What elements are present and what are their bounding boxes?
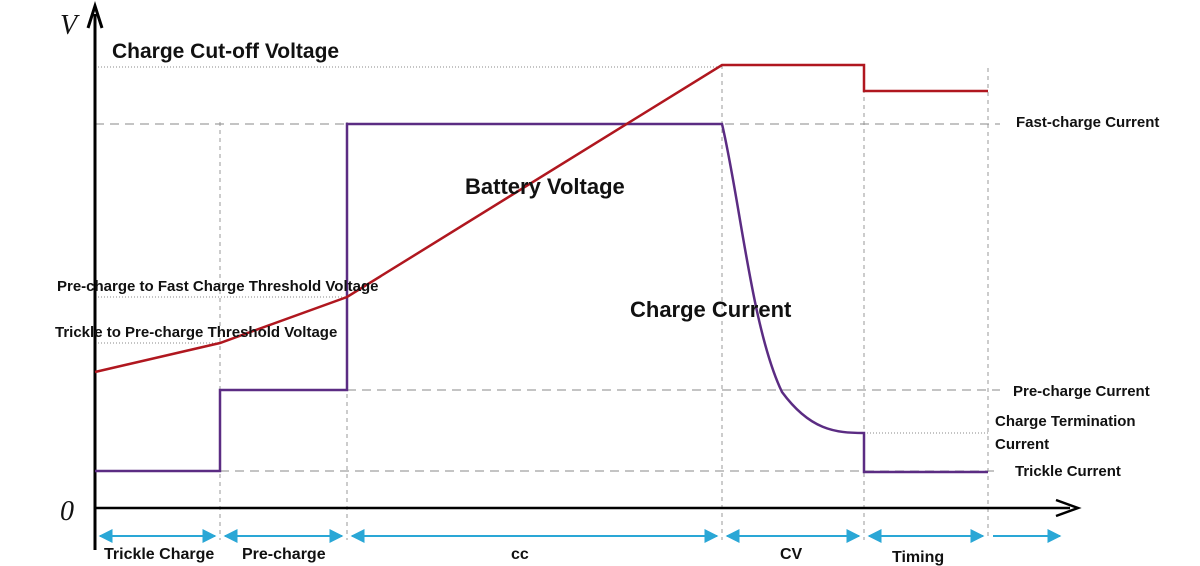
cutoff-voltage-label: Charge Cut-off Voltage xyxy=(112,40,339,63)
termination-current-label-line1: Charge Termination xyxy=(995,413,1136,430)
phase-label-precharge: Pre-charge xyxy=(242,546,326,563)
charge-current-curve xyxy=(95,122,988,474)
origin-label: 0 xyxy=(60,496,74,527)
y-axis-label: V xyxy=(60,10,80,41)
phase-label-trickle: Trickle Charge xyxy=(104,546,214,563)
battery-voltage-curve xyxy=(94,63,988,374)
precharge-current-label: Pre-charge Current xyxy=(1013,383,1150,400)
phase-label-cc: cc xyxy=(511,546,529,563)
y-axis-arrow xyxy=(86,1,104,29)
trickle-precharge-threshold-label: Trickle to Pre-charge Threshold Voltage xyxy=(55,324,337,341)
precharge-fast-threshold-label: Pre-charge to Fast Charge Threshold Volt… xyxy=(57,278,378,295)
phase-label-cv: CV xyxy=(780,546,803,563)
termination-current-label-line2: Current xyxy=(995,436,1049,453)
charge-current-label: Charge Current xyxy=(630,297,792,322)
fast-charge-current-label: Fast-charge Current xyxy=(1016,114,1159,131)
x-axis-arrow xyxy=(1055,498,1082,518)
trickle-current-label: Trickle Current xyxy=(1015,463,1121,480)
battery-voltage-label: Battery Voltage xyxy=(465,174,625,199)
phase-label-timing: Timing xyxy=(892,549,944,566)
axes xyxy=(86,1,1082,550)
